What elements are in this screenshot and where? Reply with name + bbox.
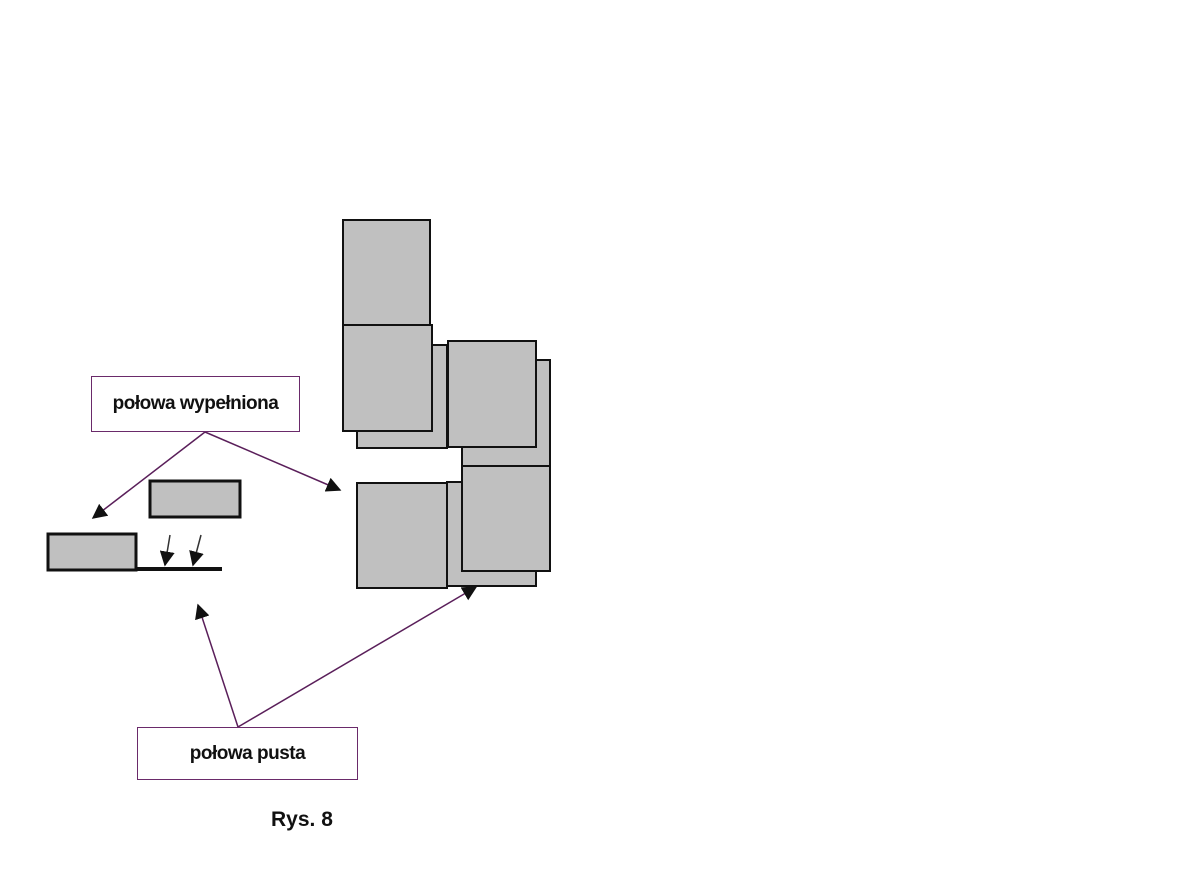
block	[342, 324, 433, 432]
small-block-left	[46, 532, 138, 572]
pointer-arrow	[195, 603, 239, 728]
block	[356, 482, 448, 589]
label-half-filled: połowa wypełniona	[91, 376, 300, 432]
pointer-arrow	[91, 431, 206, 519]
figure-caption: Rys. 8	[271, 808, 333, 831]
label-half-empty: połowa pusta	[137, 727, 358, 780]
pointer-arrow	[237, 586, 478, 728]
drop-arrow	[189, 534, 204, 567]
block	[342, 219, 431, 326]
block	[461, 465, 551, 572]
small-block-top	[148, 479, 242, 519]
pointer-arrow	[204, 431, 342, 492]
block	[447, 340, 537, 448]
drop-arrow	[159, 534, 175, 567]
